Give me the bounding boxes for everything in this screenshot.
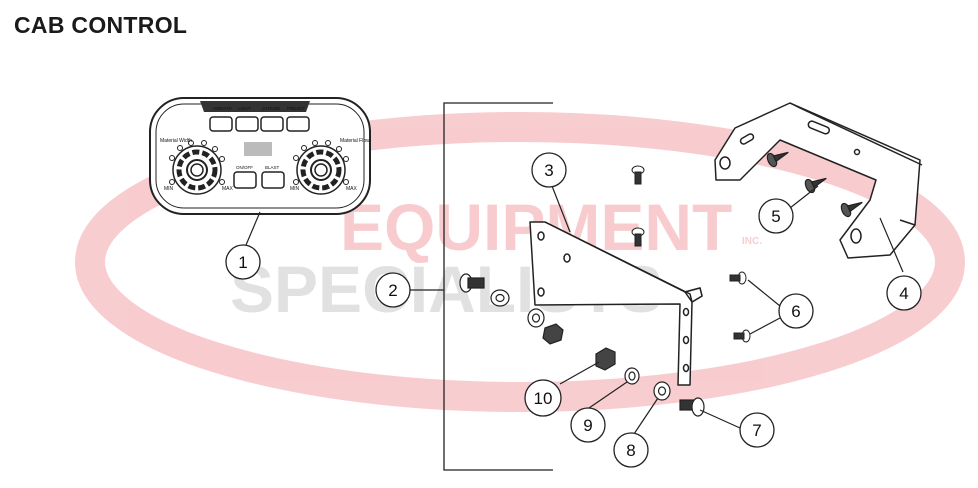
vibrate-button (209, 116, 233, 132)
leader-lines (245, 185, 904, 435)
callout-1-label: 1 (238, 253, 247, 272)
left-hardware (459, 273, 564, 345)
u-bracket (714, 102, 923, 259)
strobe-button (260, 116, 284, 132)
page-title: CAB CONTROL (14, 12, 188, 38)
callout-3-label: 3 (544, 161, 553, 180)
top-button-bar (200, 101, 310, 112)
callout-6: 6 (778, 293, 814, 329)
cab-controller: VIBRATE LIGHT STROBE PRESET Material Wid… (149, 97, 371, 215)
wood-screws (766, 151, 863, 218)
flow-max-label: MAX (346, 186, 358, 192)
vibrate-label: VIBRATE (213, 106, 232, 111)
callout-7: 7 (739, 412, 775, 448)
preset-label: PRESET (287, 106, 305, 111)
watermark-mark: INC. (742, 236, 762, 247)
onoff-label: ON/OFF (236, 165, 253, 170)
callout-10-label: 10 (534, 389, 553, 408)
callout-4: 4 (886, 275, 922, 311)
callout-9-label: 9 (583, 416, 592, 435)
width-max-label: MAX (222, 186, 234, 192)
hex-nut (595, 347, 616, 371)
carriage-bolt (679, 397, 705, 417)
callout-8-label: 8 (626, 441, 635, 460)
blast-button (261, 171, 285, 189)
flow-knob-label: Material Flow (340, 138, 370, 144)
light-label: LIGHT (238, 106, 252, 111)
mounting-bracket (529, 221, 703, 386)
callout-5-label: 5 (771, 207, 780, 226)
flow-min-label: MIN (290, 186, 300, 192)
front-hardware (595, 347, 705, 417)
callout-1: 1 (225, 244, 261, 280)
preset-button (286, 116, 310, 132)
machine-screws (631, 165, 751, 343)
assembly-bracket-line (410, 102, 553, 471)
width-knob (172, 145, 222, 195)
callout-5: 5 (758, 198, 794, 234)
strobe-label: STROBE (262, 106, 281, 111)
blast-label: BLAST (265, 165, 280, 170)
callout-9: 9 (570, 407, 606, 443)
onoff-button (233, 171, 257, 189)
callout-7-label: 7 (752, 421, 761, 440)
callout-10: 10 (524, 379, 562, 417)
callout-2-label: 2 (388, 281, 397, 300)
flow-knob (296, 145, 346, 195)
width-min-label: MIN (164, 186, 174, 192)
watermark-swoosh (75, 112, 965, 412)
display-window (244, 142, 272, 156)
callout-8: 8 (613, 432, 649, 468)
callout-4-label: 4 (899, 284, 908, 303)
callout-6-label: 6 (791, 302, 800, 321)
light-button (235, 116, 259, 132)
width-knob-label: Material Width (160, 138, 192, 144)
callout-2: 2 (375, 272, 411, 308)
callout-3: 3 (531, 152, 567, 188)
